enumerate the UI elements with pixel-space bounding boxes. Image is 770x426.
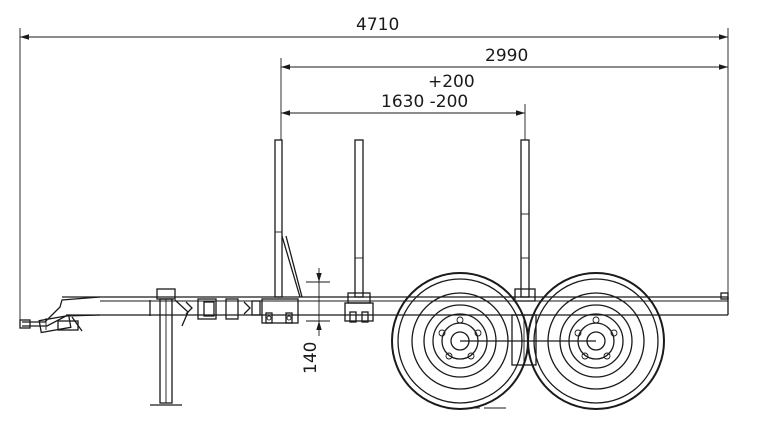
wheel-front [391, 272, 529, 410]
stake-rear [514, 139, 536, 302]
dimension-stake-span-label: 2990 [485, 46, 528, 66]
wheel-rear [527, 272, 665, 410]
dimension-stake-span: 2990 [280, 46, 728, 140]
hitch-coupling [19, 314, 83, 334]
stake-middle [344, 139, 374, 323]
stake-front [274, 139, 303, 298]
dimension-frame-height: 140 [301, 268, 330, 374]
dimension-adjust-plus-label: +200 [428, 72, 475, 92]
beam-brackets [185, 298, 299, 324]
dimension-overall: 4710 [19, 15, 729, 322]
dimension-stake-pitch: +200 1630 -200 [281, 72, 526, 140]
support-leg [149, 288, 189, 406]
dimension-stake-pitch-label: 1630 -200 [381, 92, 468, 112]
dimension-overall-label: 4710 [356, 15, 399, 35]
drawbar-frame [22, 292, 729, 327]
dimension-frame-height-label: 140 [301, 342, 321, 374]
